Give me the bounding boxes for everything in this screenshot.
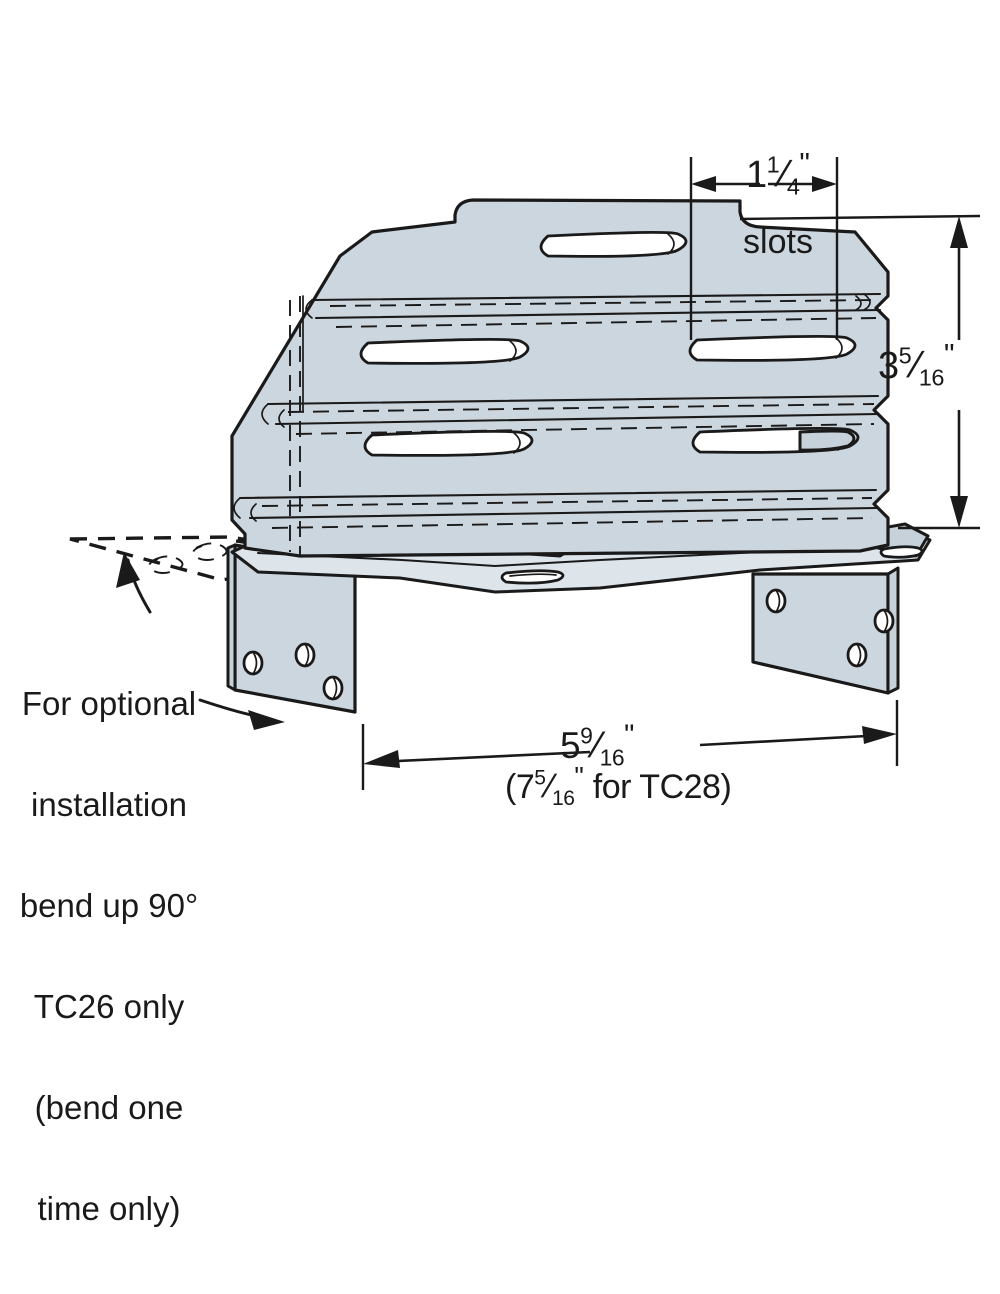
bracket-technical-drawing: .mf{fill:#ccd6de;stroke:#1a1a1a;stroke-w…: [69, 157, 981, 790]
plate-slots: [359, 231, 860, 457]
slot-mid-left: [359, 338, 530, 365]
note-line-6: time only): [37, 1190, 181, 1228]
optional-installation-note: For optional installation bend up 90° TC…: [4, 620, 214, 1293]
note-line-4: TC26 only: [33, 988, 185, 1026]
slots-dimension-value: 11/4": [746, 147, 810, 200]
note-line-1: For optional: [21, 685, 197, 723]
plate-rib-lines: [233, 292, 882, 556]
back-plate: [230, 198, 890, 558]
slot-mid-right: [688, 335, 857, 362]
note-line-3: bend up 90°: [19, 887, 199, 925]
height-dimension: [739, 214, 981, 530]
width-dimension: [361, 700, 899, 790]
right-leg-holes: [765, 588, 895, 668]
diagram-canvas: .mf{fill:#ccd6de;stroke:#1a1a1a;stroke-w…: [19, 126, 981, 1226]
width-alt-dimension-label: (75/16" for TC28): [505, 761, 732, 810]
right-leg-flange: [751, 566, 900, 695]
slots-dimension-word: slots: [743, 222, 813, 261]
slot-low-left: [363, 430, 534, 457]
note-line-2: installation: [31, 786, 187, 824]
note-line-5: (bend one: [34, 1089, 184, 1127]
slots-dimension: [689, 157, 839, 340]
note-leader-lines: [116, 552, 285, 730]
left-leg-holes: [242, 642, 344, 701]
left-leg-flange: [226, 535, 357, 714]
slot-top: [539, 231, 688, 258]
height-dimension-label: 35/16": [878, 338, 955, 391]
slot-low-right: [691, 427, 860, 454]
width-dimension-label: 59/16": [560, 719, 635, 771]
slots-dimension-label: 11/4" slots: [718, 126, 838, 291]
